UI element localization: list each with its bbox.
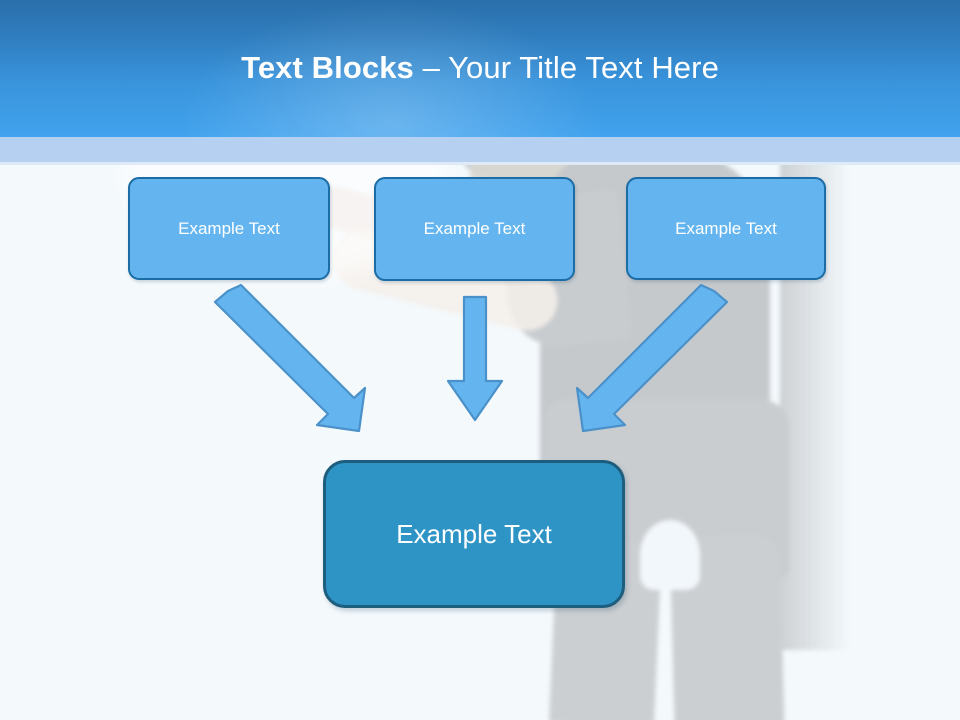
arrow-down-icon [446, 295, 504, 422]
page-title: Text Blocks – Your Title Text Here [0, 50, 960, 86]
result-text-block-label: Example Text [396, 518, 552, 549]
text-block-3-label: Example Text [675, 218, 777, 238]
text-block-1[interactable]: Example Text [128, 177, 330, 280]
page-title-bold: Text Blocks [241, 50, 423, 85]
text-block-1-label: Example Text [178, 218, 280, 238]
header-accent-band [0, 137, 960, 163]
text-block-2-label: Example Text [423, 219, 526, 238]
page-title-regular: – Your Title Text Here [422, 50, 719, 85]
arrow-down-left-icon [575, 283, 729, 433]
photo-person-leg-gap [640, 520, 700, 590]
text-block-3[interactable]: Example Text [626, 177, 826, 280]
arrow-down-right-icon [213, 283, 367, 433]
photo-person-right-leg [669, 533, 785, 720]
result-text-block[interactable]: Example Text [323, 460, 625, 608]
text-block-2[interactable]: Example Text [374, 177, 575, 281]
header-accent-band-edge [0, 162, 960, 165]
